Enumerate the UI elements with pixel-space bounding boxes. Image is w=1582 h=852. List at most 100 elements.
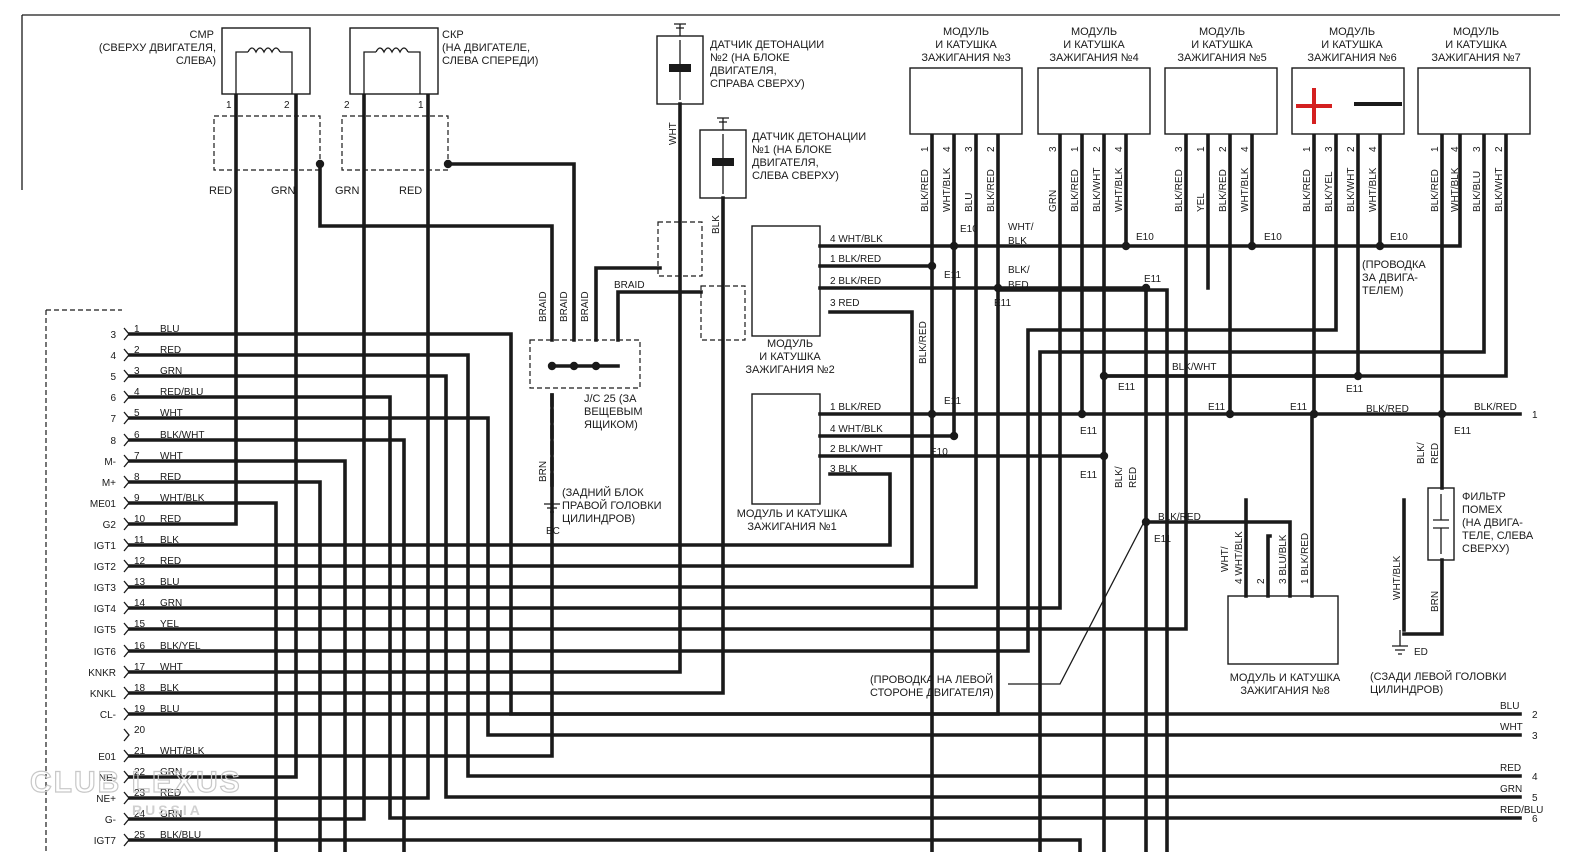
ckp-title: СКР	[442, 29, 464, 41]
c6-pin-label: 2	[1346, 146, 1357, 152]
ecu-pin-number: 13	[134, 577, 146, 588]
knock-sensor-2: ДАТЧИК ДЕТОНАЦИИ №2 (НА БЛОКЕ ДВИГАТЕЛЯ,…	[656, 23, 824, 145]
ecu-terminal: NE-	[99, 773, 116, 784]
label-blk-red-e11: BLK/RED	[1158, 512, 1201, 523]
pin-chevron-icon	[123, 707, 130, 721]
label-blk-slash-filter: BLK/	[1416, 442, 1427, 464]
coil6-label-3: ЗАЖИГАНИЯ №6	[1307, 52, 1396, 64]
wire-ne-minus	[128, 94, 298, 779]
ecu-pin-number: 9	[134, 493, 140, 504]
ckp-wire-1: GRN	[335, 185, 360, 197]
coil3-label-3: ЗАЖИГАНИЯ №3	[921, 52, 1010, 64]
ecu-terminal: IGT7	[94, 836, 117, 847]
ecu-pin-number: 22	[134, 767, 146, 778]
ecu-pin-number: 5	[134, 408, 140, 419]
ecu-pin-number: 20	[134, 725, 146, 736]
connector-e11: E11	[1118, 382, 1135, 393]
c3-pin-label: 1	[920, 146, 931, 152]
pin-chevron-icon	[123, 791, 130, 805]
ecu-pin-number: 3	[134, 366, 140, 377]
jc25-wire: BRN	[538, 461, 549, 482]
knock1-label-2: №1 (НА БЛОКЕ	[752, 144, 832, 156]
wiring-left-leader	[1008, 521, 1145, 685]
splice-dot	[591, 361, 601, 371]
coil8-label-2: ЗАЖИГАНИЯ №8	[1240, 685, 1329, 697]
coil1-pin-label: 1 BLK/RED	[830, 402, 881, 413]
c3-pin-label: 3	[964, 146, 975, 152]
wire-m-minus	[128, 459, 347, 852]
label-blk-slash: BLK/	[1008, 265, 1030, 276]
pin-chevron-icon	[123, 728, 130, 742]
ecu-pin-number: 19	[134, 704, 146, 715]
ecu-terminal: IGT1	[94, 541, 117, 552]
wire-wht-out3	[128, 416, 1522, 737]
wire-ne-plus	[128, 94, 430, 800]
label-blk-red-h: BLK/RED	[1366, 404, 1409, 415]
ecu-pin-number: 8	[134, 472, 140, 483]
coil5-label-1: МОДУЛЬ	[1199, 26, 1245, 38]
ecu-terminal: 6	[110, 393, 116, 404]
coil6-label-1: МОДУЛЬ	[1329, 26, 1375, 38]
coil6-label-2: И КАТУШКА	[1321, 39, 1383, 51]
coil7-label-3: ЗАЖИГАНИЯ №7	[1431, 52, 1520, 64]
pin-chevron-icon	[123, 496, 130, 510]
ground-icon	[674, 23, 686, 36]
braid-label-4: BRAID	[614, 280, 645, 291]
c7-pin-label: 4	[1450, 146, 1461, 152]
ecu-terminal: KNKL	[90, 689, 117, 700]
right-output-color: RED	[1500, 763, 1521, 774]
connector-e11: E11	[944, 396, 961, 407]
ckp-pin-1: 1	[418, 100, 424, 111]
braid-label-2: BRAID	[559, 291, 570, 322]
coil3-label-2: И КАТУШКА	[935, 39, 997, 51]
coil8-wht-label: WHT/	[1220, 546, 1231, 572]
capacitor-icon	[1433, 494, 1449, 554]
c4-wire-label: WHT/BLK	[1114, 167, 1125, 212]
filter-label-1: ФИЛЬТР	[1462, 491, 1506, 503]
ecu-wire-color: RED	[160, 788, 181, 799]
knock2-label-1: ДАТЧИК ДЕТОНАЦИИ	[710, 39, 824, 51]
pin-chevron-icon	[123, 327, 130, 341]
ecu-terminal: KNKR	[88, 668, 116, 679]
splice-dot	[949, 431, 959, 441]
ecu-terminal: G2	[103, 520, 117, 531]
jc25-label-3: ЯЩИКОМ)	[584, 419, 638, 431]
ecu-terminal: IGT2	[94, 562, 117, 573]
plus-icon	[1296, 88, 1332, 124]
pin-chevron-icon	[123, 749, 130, 763]
braid-label-3: BRAID	[580, 291, 591, 322]
coil8-wire-label: 4 WHT/BLK	[1234, 531, 1245, 584]
coil8-wire-label: 3 BLU/BLK	[1278, 534, 1289, 584]
pin-chevron-icon	[123, 538, 130, 552]
right-output-number: 2	[1532, 710, 1538, 721]
ecu-wire-color: WHT/BLK	[160, 493, 205, 504]
c6-wire-label: BLK/WHT	[1346, 168, 1357, 212]
coil-4: МОДУЛЬ И КАТУШКА ЗАЖИГАНИЯ №4	[1037, 26, 1151, 135]
ecu-wire-color: BLK/BLU	[160, 830, 201, 841]
ecu-pin-number: 7	[134, 451, 140, 462]
c6-pin-label: 3	[1324, 146, 1335, 152]
label-red-v: RED	[1128, 467, 1139, 488]
coil5-label-2: И КАТУШКА	[1191, 39, 1253, 51]
jc25-label-2: ВЕЩЕВЫМ	[584, 406, 643, 418]
c5-wire-label: WHT/BLK	[1240, 167, 1251, 212]
misc-labels: 4 WHT/BLK 1 BLK/RED 2 BLK/RED 3 RED 1 BLK/RE…	[830, 146, 1543, 825]
wire-igt2	[128, 310, 914, 568]
ground-ec: (ЗАДНИЙ БЛОК ПРАВОЙ ГОЛОВКИ ЦИЛИНДРОВ) E…	[544, 486, 662, 537]
coil4-label-1: МОДУЛЬ	[1071, 26, 1117, 38]
braid-knock1	[616, 290, 703, 342]
knock2-label-2: №2 (НА БЛОКЕ	[710, 52, 790, 64]
coil-7: МОДУЛЬ И КАТУШКА ЗАЖИГАНИЯ №7	[1417, 26, 1531, 135]
connector-e10: E10	[960, 224, 978, 235]
watermark-sub: RUSSIA	[132, 802, 203, 818]
filter-out	[1402, 558, 1444, 636]
ecu-terminal: M+	[102, 478, 116, 489]
braid-ckp	[446, 162, 576, 342]
ecu-terminal: NE+	[96, 794, 116, 805]
coil-8: МОДУЛЬ И КАТУШКА ЗАЖИГАНИЯ №8	[1227, 595, 1341, 697]
label-brn-ed: BRN	[1430, 591, 1441, 612]
ckp-desc-2: СЛЕВА СПЕРЕДИ)	[442, 55, 538, 67]
ground-ed: (СЗАДИ ЛЕВОЙ ГОЛОВКИ ЦИЛИНДРОВ) ED	[1370, 630, 1507, 696]
ecu-terminal: 5	[110, 372, 116, 383]
